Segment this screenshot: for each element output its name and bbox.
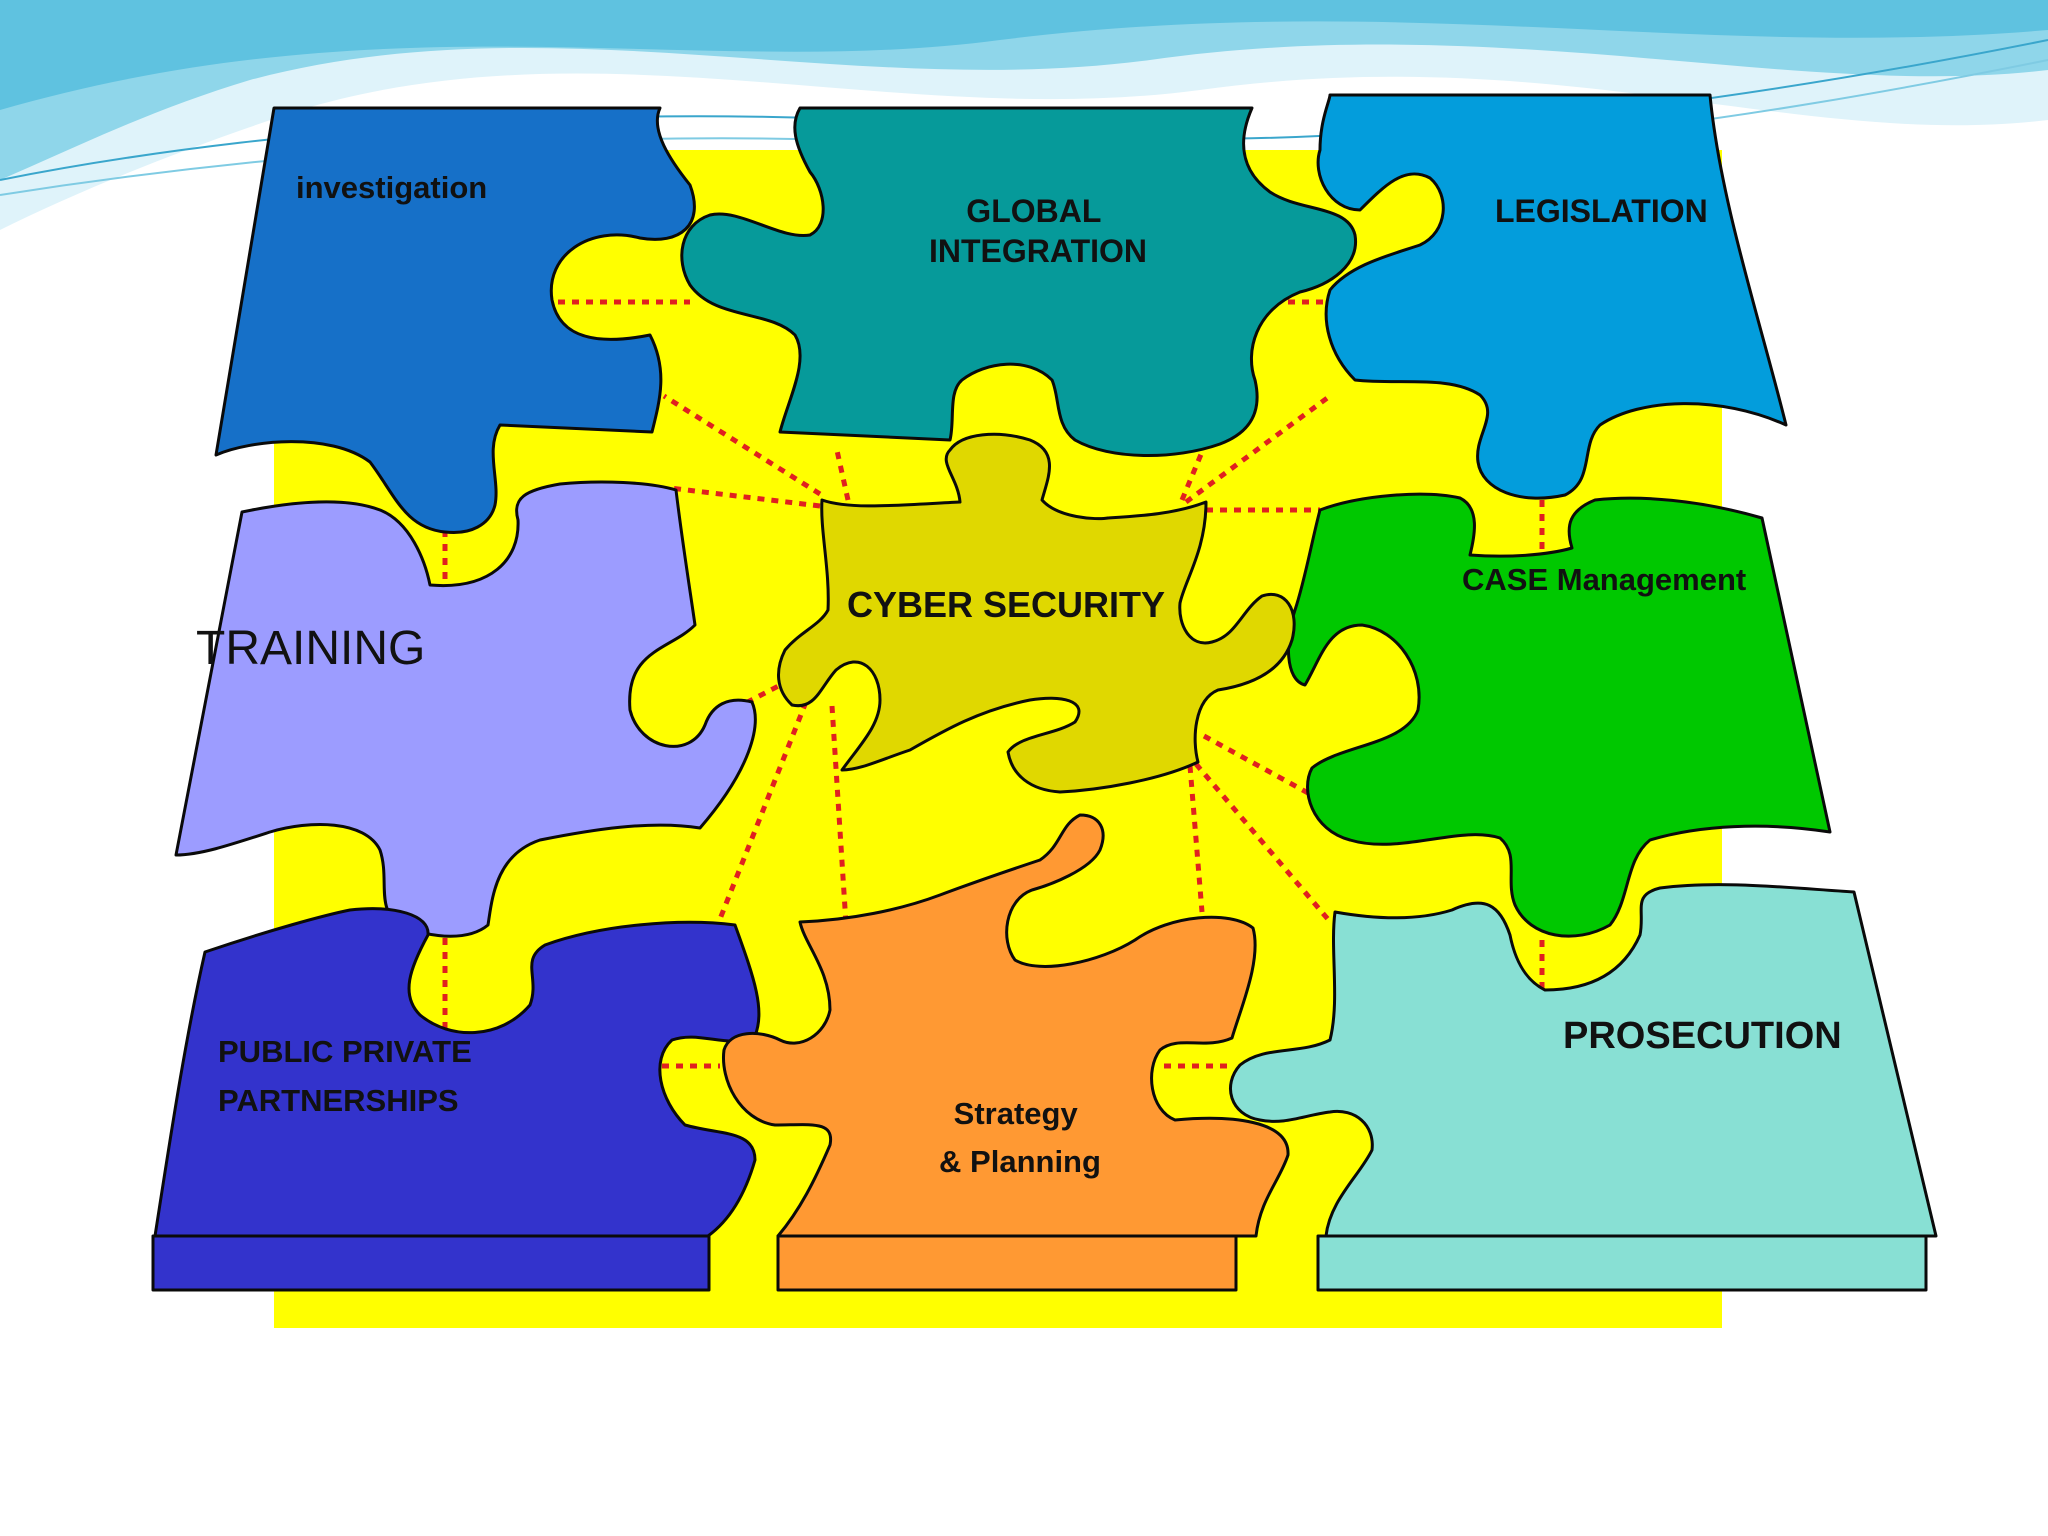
base-strategy-planning [776, 1234, 1238, 1292]
piece-case-management[interactable] [1286, 492, 1832, 938]
piece-prosecution[interactable] [1229, 883, 1938, 1238]
link-center-ppp [715, 701, 809, 925]
piece-legislation[interactable] [1316, 93, 1788, 500]
label-strategy-planning: Strategy & Planning [939, 1096, 1101, 1179]
piece-bases [151, 1234, 1928, 1292]
puzzle-pieces [153, 93, 1938, 1238]
link-center-prosecution [1194, 762, 1334, 926]
link-center-investigation [662, 393, 822, 497]
link-center-strategy-right [1187, 765, 1205, 913]
link-center-case-low [1202, 733, 1312, 797]
piece-strategy-planning[interactable] [721, 813, 1290, 1238]
piece-investigation[interactable] [214, 106, 696, 535]
label-investigation: investigation [296, 170, 487, 205]
label-training: TRAINING [196, 622, 425, 675]
link-center-strategy-left [829, 705, 849, 925]
piece-global-integration[interactable] [680, 106, 1357, 458]
base-ppp [151, 1234, 711, 1292]
label-cyber-security: CYBER SECURITY [847, 584, 1165, 625]
link-center-legislation [1184, 393, 1332, 505]
labels: investigation GLOBAL INTEGRATION LEGISLA… [196, 170, 1842, 1179]
link-center-training [669, 485, 821, 509]
label-ppp: PUBLIC PRIVATE PARTNERSHIPS [218, 1034, 480, 1118]
label-global-integration: GLOBAL INTEGRATION [929, 193, 1147, 269]
link-center-global [833, 445, 851, 501]
link-center-global-right [1179, 451, 1205, 501]
label-prosecution: PROSECUTION [1563, 1015, 1842, 1057]
label-legislation: LEGISLATION [1495, 193, 1708, 229]
piece-ppp[interactable] [153, 907, 761, 1238]
label-case-management: CASE Management [1462, 562, 1746, 597]
piece-cyber-security[interactable] [777, 432, 1296, 794]
base-prosecution [1316, 1234, 1928, 1292]
